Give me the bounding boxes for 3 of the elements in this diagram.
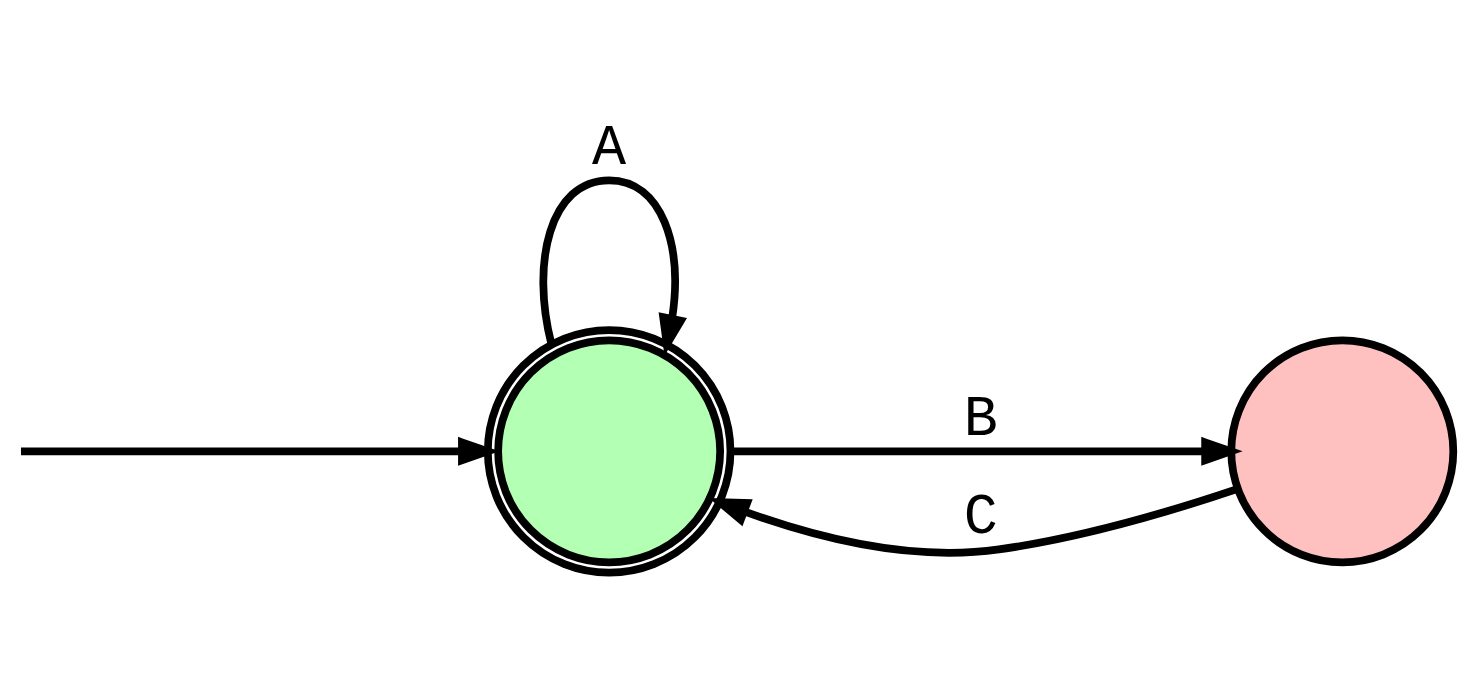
edge-label: A (592, 116, 627, 181)
edge-label: B (963, 387, 998, 452)
edge-label: C (963, 485, 998, 550)
